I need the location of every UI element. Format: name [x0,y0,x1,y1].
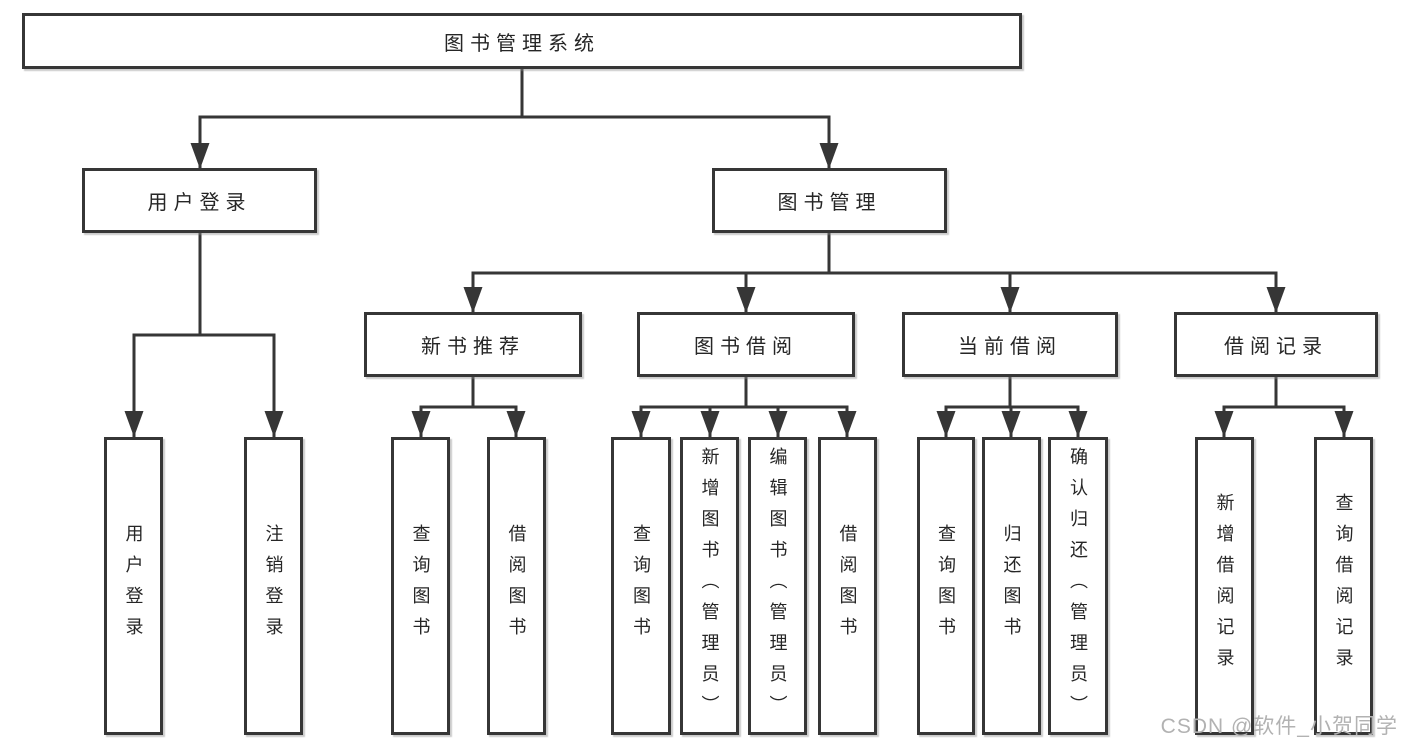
node-new-book-recommendation: 新书推荐 [364,312,582,377]
node-user-login: 用户登录 [104,437,163,735]
connector-mgmt-borrowing-records [827,233,1286,313]
node-borrow-books: 借阅图书 [818,437,877,735]
node-library-management-system: 图书管理系统 [22,13,1022,69]
connector-records-query [1274,377,1354,437]
connector-login-logout [198,233,284,437]
connector-records-add [1214,377,1278,437]
node-add-borrow-record: 新增借阅记录 [1195,437,1254,735]
connector-current-confirm [1008,377,1088,437]
connector-newbook-query [411,377,475,437]
connector-borrowing-add [700,377,748,437]
connector-root-user-login [190,69,524,169]
connector-current-query [936,377,1012,437]
node-user-login-branch: 用户登录 [82,168,317,233]
watermark: CSDN @软件_小贺同学 [1160,715,1398,738]
node-query-books-recommend: 查询图书 [391,437,450,735]
connector-borrowing-borrow [744,377,857,437]
node-query-books-current: 查询图书 [917,437,975,735]
connector-newbook-borrow [471,377,526,437]
connector-mgmt-book-borrowing [736,233,831,313]
connector-group [124,69,1354,437]
node-add-books-admin: 新增图书（管理员） [680,437,739,735]
node-query-books-borrowing: 查询图书 [611,437,671,735]
node-query-borrow-record: 查询借阅记录 [1314,437,1373,735]
node-edit-books-admin: 编辑图书（管理员） [748,437,807,735]
connector-root-book-management [520,69,839,169]
node-confirm-return-admin: 确认归还（管理员） [1048,437,1108,735]
node-return-books: 归还图书 [982,437,1041,735]
node-current-borrowing: 当前借阅 [902,312,1118,377]
node-borrow-books-recommend: 借阅图书 [487,437,546,735]
node-book-management-branch: 图书管理 [712,168,947,233]
node-borrowing-records: 借阅记录 [1174,312,1378,377]
connector-login-user-login [124,233,202,437]
node-logout: 注销登录 [244,437,303,735]
node-book-borrowing: 图书借阅 [637,312,855,377]
